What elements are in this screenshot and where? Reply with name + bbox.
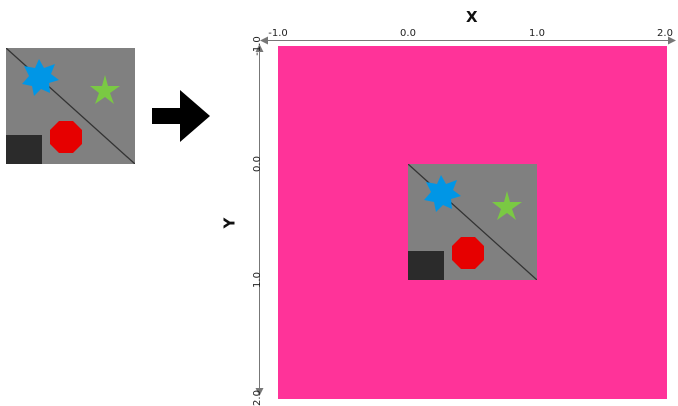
y-axis-line bbox=[259, 46, 260, 392]
y-tick-label: 2.0 bbox=[252, 390, 263, 406]
x-tick-label: 1.0 bbox=[529, 28, 545, 39]
x-tick-label: -1.0 bbox=[268, 28, 288, 39]
red-octagon-icon bbox=[452, 237, 484, 269]
green-star-icon bbox=[90, 75, 120, 104]
x-tick-label: 2.0 bbox=[657, 28, 673, 39]
placed-image bbox=[408, 164, 537, 280]
source-image bbox=[6, 48, 135, 164]
x-axis-line bbox=[262, 40, 672, 41]
dark-square-icon bbox=[6, 135, 42, 164]
right-arrow-icon bbox=[150, 88, 212, 144]
green-star-icon bbox=[492, 191, 522, 220]
source-image-graphic bbox=[6, 48, 135, 164]
y-tick-label: -1.0 bbox=[252, 36, 263, 56]
y-tick-label: 0.0 bbox=[252, 156, 263, 172]
y-axis-title: Y bbox=[220, 218, 238, 229]
red-octagon-icon bbox=[50, 121, 82, 153]
placed-image-graphic bbox=[408, 164, 537, 280]
dark-square-icon bbox=[408, 251, 444, 280]
x-tick-label: 0.0 bbox=[400, 28, 416, 39]
x-axis-title: X bbox=[466, 8, 478, 26]
y-tick-label: 1.0 bbox=[252, 272, 263, 288]
